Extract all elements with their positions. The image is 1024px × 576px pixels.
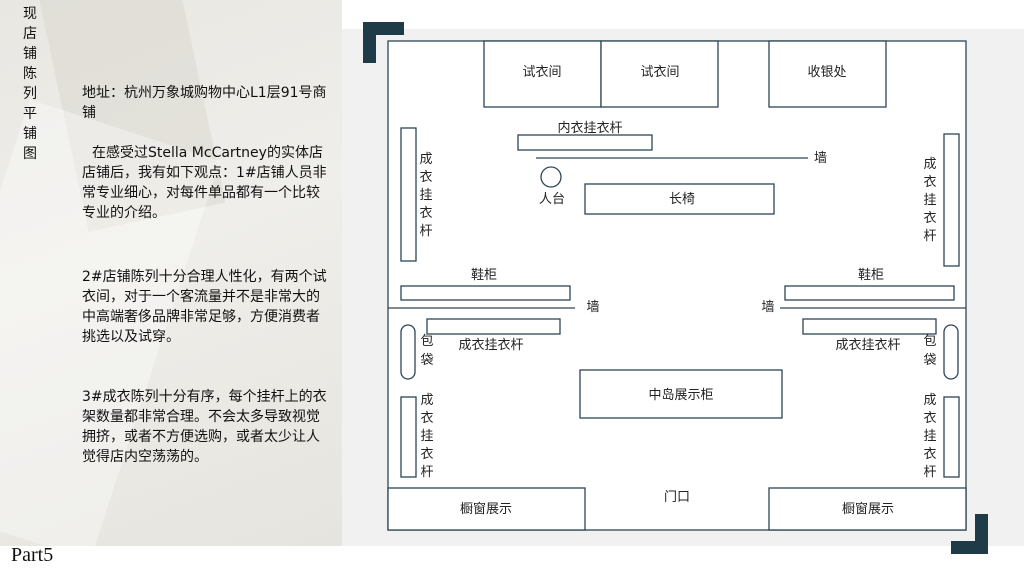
rack-label-char: 衣 [923, 446, 936, 462]
left-panel-background [0, 0, 342, 546]
bag-display-right [943, 324, 959, 380]
observation-paragraph-2: 2#店铺陈列十分合理人性化，有两个试衣间，对于一个客流量并不是非常大的中高端奢侈… [82, 269, 327, 345]
left-rack-bottom [400, 396, 417, 478]
rack-label-char: 成 [923, 393, 936, 408]
entrance-label: 门口 [664, 490, 690, 505]
corner-bracket-bottom-right [951, 514, 988, 554]
window-display-label: 橱窗展示 [842, 501, 894, 517]
title-char: 列 [23, 86, 37, 102]
vertical-title: 现 店 铺 陈 列 平 铺 图 [21, 4, 39, 164]
rack-label-char: 挂 [923, 193, 936, 208]
title-char: 铺 [23, 46, 37, 62]
fitting-room-label: 试衣间 [640, 64, 679, 80]
mannequin-circle [540, 166, 562, 188]
window-display-right [768, 487, 967, 531]
bench-label: 长椅 [669, 192, 695, 207]
fitting-room-2 [600, 40, 719, 108]
rack-label-char: 成 [923, 157, 936, 172]
observation-paragraph-3: 3#成衣陈列十分有序，每个挂杆上的衣架数量都非常合理。不会太多导致视觉拥挤，或者… [82, 389, 327, 465]
underwear-rack-label: 内衣挂衣杆 [557, 120, 622, 136]
rack-label-char: 杆 [923, 465, 936, 480]
right-rack-bottom [943, 396, 960, 478]
underwear-rack [517, 134, 653, 151]
rack-label-char: 挂 [923, 429, 936, 444]
rack-label-char: 衣 [420, 446, 433, 462]
wall-label: 墙 [586, 300, 599, 315]
title-char: 铺 [23, 126, 37, 142]
right-rack-top [943, 133, 960, 267]
rack-label-char: 杆 [923, 229, 936, 244]
shoe-cabinet-left [400, 285, 571, 301]
window-display-label: 橱窗展示 [460, 501, 512, 517]
title-char: 平 [23, 106, 37, 122]
rack-label-char: 成 [420, 393, 433, 408]
bag-label-char: 包 [923, 334, 936, 349]
wall-label: 墙 [814, 151, 827, 166]
rack-label-char: 衣 [419, 169, 432, 185]
shoe-cabinet-label: 鞋柜 [471, 267, 497, 283]
island-display-label: 中岛展示柜 [648, 387, 713, 403]
rack-mid-label: 成衣挂衣杆 [835, 337, 900, 353]
observation-paragraph-1: 在感受过Stella McCartney的实体店店铺后，我有如下观点：1#店铺人… [82, 145, 327, 221]
shoe-cabinet-right [784, 285, 955, 301]
rack-label-char: 杆 [420, 465, 433, 480]
rack-label-char: 挂 [420, 429, 433, 444]
shoe-cabinet-label: 鞋柜 [858, 267, 884, 283]
bag-label-char: 包 [420, 334, 433, 349]
rack-mid-left [426, 318, 561, 335]
rack-label-char: 杆 [419, 224, 432, 239]
rack-label-char: 衣 [419, 205, 432, 221]
rack-label-char: 衣 [923, 174, 936, 190]
bag-label-char: 袋 [420, 353, 433, 368]
rack-label-char: 衣 [420, 410, 433, 426]
rack-label-char: 衣 [923, 410, 936, 426]
cashier-label: 收银处 [807, 65, 846, 80]
rack-label-char: 挂 [419, 188, 432, 203]
title-char: 陈 [23, 66, 37, 82]
title-char: 现 [23, 6, 37, 22]
bag-display-left [400, 324, 416, 380]
fitting-room-label: 试衣间 [522, 64, 561, 80]
address-text: 地址：杭州万象城购物中心L1层91号商铺 [82, 85, 327, 121]
rack-label-char: 衣 [923, 210, 936, 226]
mannequin-label: 人台 [539, 192, 565, 207]
bag-label-char: 袋 [923, 353, 936, 368]
title-char: 店 [23, 26, 37, 42]
title-char: 图 [23, 146, 37, 162]
left-rack-top [400, 127, 417, 262]
window-display-left [387, 487, 586, 531]
bench [584, 183, 775, 215]
island-display-cabinet [579, 369, 783, 419]
fitting-room-1 [483, 40, 602, 108]
part-label: Part5 [11, 544, 54, 566]
rack-mid-right [802, 318, 937, 335]
corner-bracket-top-left [363, 22, 404, 63]
rack-mid-label: 成衣挂衣杆 [458, 337, 523, 353]
rack-label-char: 成 [419, 152, 432, 167]
wall-label: 墙 [761, 300, 774, 315]
cashier-counter [768, 40, 887, 108]
